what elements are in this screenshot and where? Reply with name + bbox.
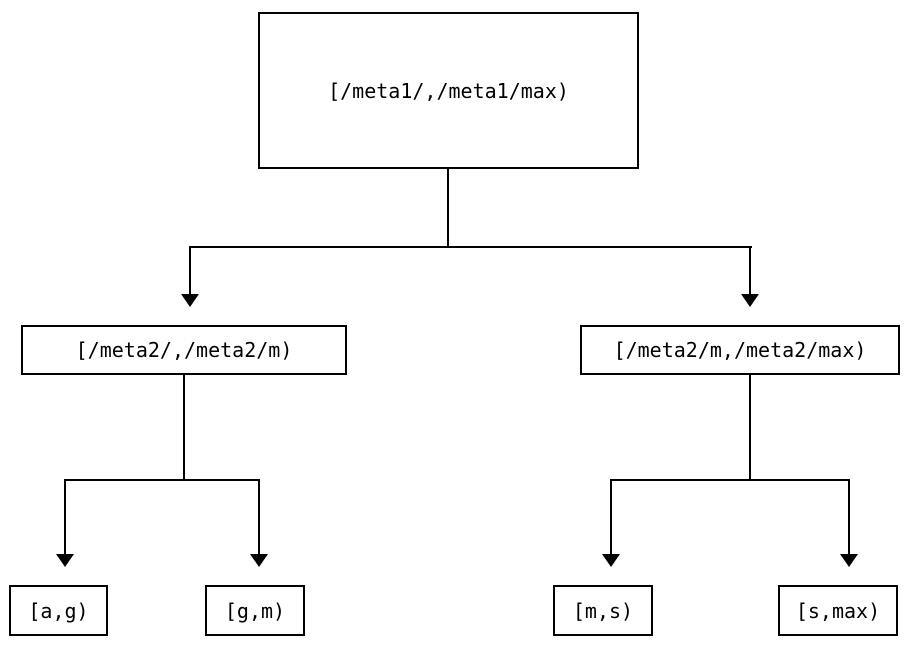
node-mid-right-label: [/meta2/m,/meta2/max)	[613, 338, 867, 362]
node-leaf-3[interactable]: [m,s)	[553, 585, 653, 636]
node-leaf-2[interactable]: [g,m)	[205, 585, 305, 636]
arrowhead-down-icon-leaf-2	[250, 554, 268, 567]
node-leaf-1[interactable]: [a,g)	[9, 585, 108, 636]
node-leaf-3-label: [m,s)	[572, 598, 634, 623]
arrowhead-down-icon-leaf-1	[56, 554, 74, 567]
edge-to-leaf-3-drop	[610, 479, 612, 554]
edge-mid-left-horizontal-bar	[64, 479, 260, 481]
node-leaf-4[interactable]: [s,max)	[778, 585, 898, 636]
node-mid-right[interactable]: [/meta2/m,/meta2/max)	[580, 325, 900, 375]
edge-to-leaf-4-drop	[848, 479, 850, 554]
edge-root-to-mid-left-drop	[189, 246, 191, 294]
edge-to-leaf-2-drop	[258, 479, 260, 554]
node-leaf-1-label: [a,g)	[28, 598, 89, 623]
node-leaf-2-label: [g,m)	[224, 598, 286, 623]
edge-mid-left-stem	[183, 375, 185, 481]
arrowhead-down-icon-mid-right	[741, 294, 759, 307]
edge-root-to-mid-right-drop	[749, 246, 751, 294]
edge-mid-right-stem	[749, 375, 751, 481]
node-root[interactable]: [/meta1/,/meta1/max)	[258, 12, 639, 169]
edge-mid-right-horizontal-bar	[610, 479, 850, 481]
node-root-label: [/meta1/,/meta1/max)	[328, 78, 569, 103]
arrowhead-down-icon-leaf-3	[602, 554, 620, 567]
arrowhead-down-icon-leaf-4	[840, 554, 858, 567]
node-mid-left[interactable]: [/meta2/,/meta2/m)	[21, 325, 347, 375]
edge-root-stem	[447, 169, 449, 248]
edge-root-horizontal-bar	[189, 246, 752, 248]
arrowhead-down-icon-mid-left	[181, 294, 199, 307]
node-mid-left-label: [/meta2/,/meta2/m)	[75, 338, 293, 362]
node-leaf-4-label: [s,max)	[795, 598, 881, 623]
edge-to-leaf-1-drop	[64, 479, 66, 554]
